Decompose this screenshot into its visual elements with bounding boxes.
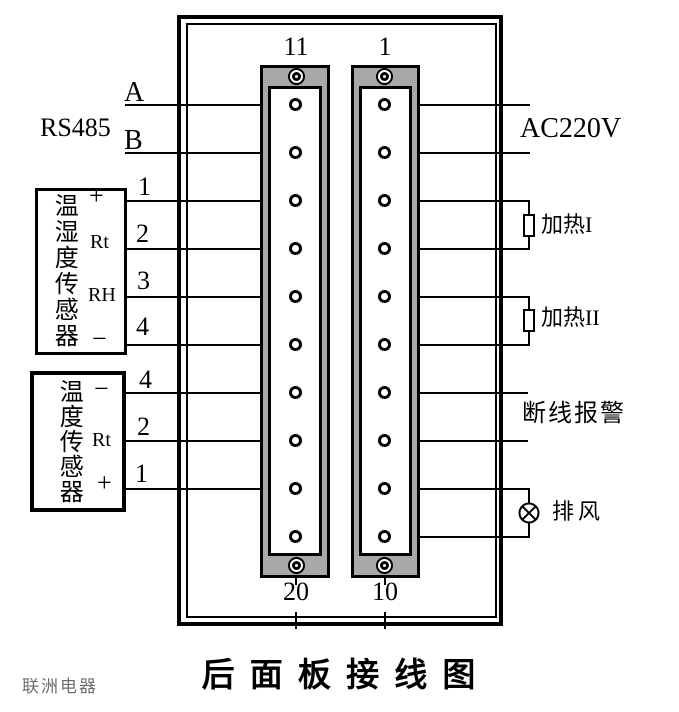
terminal-hole: [378, 290, 391, 303]
strip-right-bottom-number: 10: [372, 577, 398, 606]
terminal-hole: [378, 530, 391, 543]
wire-rs485-b: [125, 152, 260, 154]
terminal-hole: [289, 146, 302, 159]
rs485-line-b-label: B: [124, 125, 143, 156]
wire-exhaust-bottom: [420, 536, 530, 538]
strip-right-top-number: 1: [378, 32, 392, 61]
exhaust-label: 排风: [552, 499, 605, 524]
wire-sensor1-1: [127, 200, 260, 202]
strip-right-stub: [384, 578, 386, 585]
sensor1-wire-number-4: 4: [136, 312, 149, 341]
heater2-resistor-icon: [523, 309, 535, 332]
wire-alarm-top: [420, 392, 528, 394]
terminal-hole: [289, 530, 302, 543]
wire-ac-l: [420, 104, 530, 106]
wire-heater2-top: [420, 296, 530, 298]
alarm-label: 断线报警: [522, 401, 626, 427]
strip-left-stub: [295, 578, 297, 585]
sensor1-pin-minus: −: [92, 324, 107, 353]
sensor1-wire-number-1: 1: [138, 172, 151, 201]
terminal-hole: [378, 242, 391, 255]
humidity-temp-sensor-box: [35, 188, 127, 355]
sensor2-pin-plus: +: [97, 468, 112, 497]
wire-heater1-bottom: [420, 248, 530, 250]
sensor1-pin-rh: RH: [88, 284, 116, 306]
screw-icon: [376, 557, 393, 574]
wire-rs485-a: [125, 104, 260, 106]
terminal-hole: [289, 194, 302, 207]
terminal-hole: [289, 482, 302, 495]
terminal-hole: [289, 434, 302, 447]
wire-heater1-top: [420, 200, 530, 202]
screw-icon: [288, 68, 305, 85]
terminal-hole: [289, 386, 302, 399]
terminal-hole: [378, 386, 391, 399]
sensor2-wire-number-2: 2: [137, 412, 150, 441]
terminal-strip-right-window: [359, 86, 412, 556]
wire-sensor1-3: [127, 296, 260, 298]
panel-frame-inner: [186, 23, 497, 618]
wire-sensor2-1: [126, 488, 260, 490]
terminal-hole: [378, 194, 391, 207]
terminal-hole: [378, 146, 391, 159]
terminal-hole: [378, 338, 391, 351]
sensor2-pin-minus: −: [94, 374, 109, 403]
terminal-hole: [289, 338, 302, 351]
exhaust-lamp-icon: [518, 502, 540, 524]
sensor2-wire-number-1: 1: [135, 459, 148, 488]
rs485-line-a-label: A: [124, 77, 145, 108]
wire-heater2-bottom: [420, 344, 530, 346]
terminal-strip-left-window: [268, 86, 322, 556]
screw-icon: [288, 557, 305, 574]
strip-right-frame-stub: [384, 612, 386, 629]
wire-sensor1-2: [127, 248, 260, 250]
sensor1-pin-plus: +: [89, 181, 104, 210]
wire-sensor2-2: [126, 440, 260, 442]
panel-frame-outer: [177, 15, 503, 626]
rs485-label: RS485: [40, 113, 111, 142]
strip-left-top-number: 11: [283, 32, 309, 61]
strip-left-bottom-number: 20: [283, 577, 309, 606]
terminal-hole: [378, 98, 391, 111]
wire-exhaust-top: [420, 488, 530, 490]
sensor1-wire-number-2: 2: [136, 219, 149, 248]
temp-sensor-box: [30, 371, 126, 512]
sensor1-pin-rt: Rt: [90, 231, 109, 253]
sensor1-wire-number-3: 3: [137, 266, 150, 295]
wire-ac-n: [420, 152, 530, 154]
wire-sensor1-4: [127, 344, 260, 346]
diagram-title: 后 面 板 接 线 图: [201, 656, 479, 693]
humidity-temp-sensor-name: 温湿度传感器: [50, 193, 77, 349]
sensor2-pin-rt: Rt: [92, 429, 111, 451]
wire-sensor2-4: [126, 392, 260, 394]
brand-watermark: 联洲电器: [22, 677, 98, 696]
heater1-label: 加热I: [541, 212, 593, 237]
wire-alarm-bottom: [420, 440, 528, 442]
heater2-label: 加热II: [541, 305, 600, 330]
terminal-hole: [289, 98, 302, 111]
heater1-resistor-icon: [523, 214, 535, 237]
screw-icon: [376, 68, 393, 85]
terminal-hole: [378, 434, 391, 447]
terminal-hole: [289, 290, 302, 303]
sensor2-wire-number-4: 4: [139, 365, 152, 394]
temp-sensor-name: 温度传感器: [55, 379, 82, 504]
ac220v-label: AC220V: [520, 113, 622, 144]
terminal-hole: [289, 242, 302, 255]
terminal-hole: [378, 482, 391, 495]
strip-left-frame-stub: [295, 612, 297, 629]
